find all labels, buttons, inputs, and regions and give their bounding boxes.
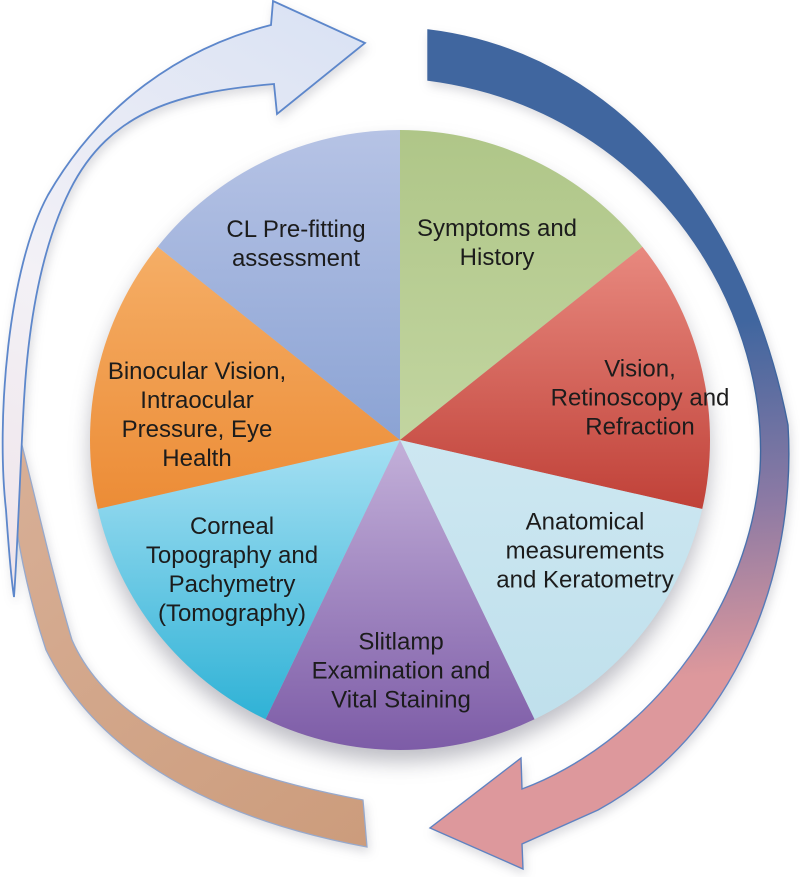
cycle-arc-bottom-left xyxy=(5,387,368,848)
segment-label-line: Symptoms and xyxy=(416,215,578,242)
cycle-arrows xyxy=(1,0,790,871)
segment-label-line: Intraocular xyxy=(140,387,254,414)
cycle-arrow-top-left xyxy=(1,0,367,598)
pie-slice-vision xyxy=(400,246,711,509)
segment-label-line: Vital Staining xyxy=(331,686,471,714)
segment-label-line: Anatomical xyxy=(525,508,645,536)
pie-slice-symptoms xyxy=(400,130,643,440)
segment-label-line: and Keratometry xyxy=(496,566,674,594)
segment-label-line: (Tomography) xyxy=(157,600,307,627)
segment-label-line: assessment xyxy=(231,245,361,272)
pie-slice-slitlamp xyxy=(265,440,535,750)
segment-label-line: CL Pre-fitting xyxy=(226,216,366,243)
segment-label-line: Refraction xyxy=(585,413,695,441)
pie-slice-anatomical xyxy=(400,440,703,720)
segment-label-line: Vision, xyxy=(604,355,676,383)
pie-slice-binocular xyxy=(89,246,400,509)
pie-slice-prefitting xyxy=(157,130,400,440)
segment-label-line: Pressure, Eye xyxy=(121,416,273,443)
segment-label-line: Examination and xyxy=(311,657,491,685)
segment-label-line: History xyxy=(459,244,535,271)
segment-label-line: Binocular Vision, xyxy=(107,358,287,385)
segment-label-line: Slitlamp xyxy=(358,628,444,656)
segment-label-line: measurements xyxy=(505,537,665,565)
segment-label-line: Retinoscopy and xyxy=(550,384,730,412)
segment-label-line: Topography and xyxy=(145,542,319,569)
segment-label-line: Health xyxy=(162,445,232,472)
pie-slice-corneal xyxy=(97,440,401,720)
segment-label-line: Corneal xyxy=(189,513,275,540)
assessment-pie xyxy=(89,130,711,750)
cycle-arrow-clockwise-right xyxy=(427,29,790,871)
segment-label-line: Pachymetry xyxy=(168,571,296,598)
